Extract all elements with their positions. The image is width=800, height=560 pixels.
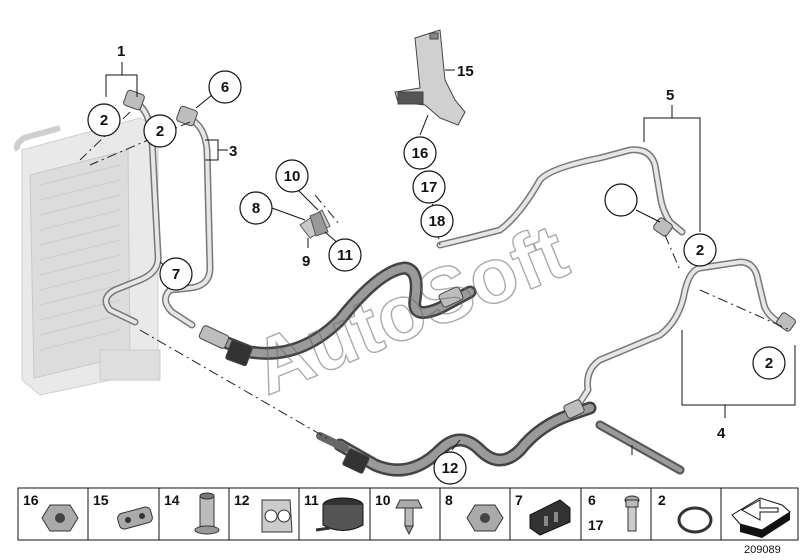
callout-11-circle: 11	[328, 238, 362, 272]
fittings	[123, 89, 796, 474]
parts-legend-strip: 16 15 14 12	[17, 487, 799, 541]
leader-lines	[105, 62, 796, 455]
oil-lines	[102, 98, 789, 477]
hex-nut-icon	[466, 504, 504, 532]
pipe-clamp-icon	[315, 497, 364, 532]
legend-cell-8: 8	[439, 487, 511, 541]
svg-text:16: 16	[412, 145, 429, 162]
callout-4: 4	[717, 425, 726, 442]
callout-14-circle: 16	[403, 136, 437, 170]
svg-text:10: 10	[375, 492, 391, 508]
callout-8-circle: 8	[239, 191, 273, 225]
svg-text:14: 14	[164, 492, 180, 508]
legend-cell-2: 2	[650, 487, 722, 541]
flange-nut-icon	[41, 504, 79, 532]
svg-text:6: 6	[221, 79, 229, 96]
callout-16-circle: 18	[420, 204, 454, 238]
legend-cell-14: 14	[158, 487, 230, 541]
callout-2-circle-c: 2	[683, 233, 717, 267]
svg-text:7: 7	[515, 492, 523, 508]
callout-9: 9	[302, 253, 310, 270]
o-ring-icon	[677, 506, 713, 534]
legend-cell-6-17: 6 17	[580, 487, 652, 541]
legend-cell-7: 7	[509, 487, 582, 541]
svg-text:2: 2	[658, 492, 666, 508]
hose-clip-icon	[117, 506, 153, 530]
svg-text:12: 12	[442, 460, 459, 477]
spacer-sleeve-icon	[194, 492, 220, 535]
arrow-symbol-icon	[731, 497, 791, 538]
bracket-13	[394, 29, 466, 126]
callout-15-circle: 17	[412, 170, 446, 204]
legend-cell-11: 11	[298, 487, 371, 541]
svg-text:2: 2	[156, 123, 164, 140]
legend-cell-16: 16	[17, 487, 89, 541]
svg-text:7: 7	[172, 266, 180, 283]
sleeve-18	[595, 420, 685, 475]
callouts: 1 3 4 5 9 15 2 2 2 2 6 7	[87, 43, 786, 485]
legend-cell-15: 15	[87, 487, 160, 541]
callout-1: 1	[117, 43, 125, 60]
svg-text:2: 2	[100, 112, 108, 129]
svg-text:11: 11	[337, 247, 353, 264]
diagram-id: 209089	[744, 544, 781, 556]
callout-2-circle-d: 2	[752, 346, 786, 380]
svg-text:11: 11	[304, 492, 319, 508]
callout-5: 5	[666, 87, 674, 104]
svg-text:2: 2	[696, 242, 704, 259]
svg-text:AutoSoft: AutoSoft	[241, 206, 579, 411]
callout-17-circle	[604, 183, 638, 217]
callout-3: 3	[229, 143, 237, 160]
svg-text:8: 8	[252, 200, 260, 217]
callout-2-circle-a: 2	[87, 103, 121, 137]
clip-assembly-8-9	[299, 209, 331, 239]
svg-text:15: 15	[93, 492, 109, 508]
svg-text:12: 12	[234, 492, 250, 508]
callout-12-circle: 12	[433, 451, 467, 485]
svg-text:2: 2	[765, 355, 773, 372]
svg-text:8: 8	[445, 492, 453, 508]
svg-text:6: 6	[588, 492, 596, 508]
bolt-icon	[624, 495, 640, 532]
svg-text:18: 18	[429, 213, 446, 230]
svg-text:10: 10	[284, 168, 301, 185]
legend-cell-10: 10	[369, 487, 441, 541]
legend-cell-12: 12	[228, 487, 300, 541]
svg-text:16: 16	[23, 492, 39, 508]
oil-cooler	[13, 117, 161, 396]
watermark: AutoSoft	[240, 206, 580, 412]
legend-cell-arrow	[720, 487, 799, 541]
callout-7-circle: 7	[159, 257, 193, 291]
callout-10-circle: 10	[275, 159, 309, 193]
bracket-holder-icon	[529, 499, 571, 536]
callout-2-circle-b: 2	[143, 114, 177, 148]
svg-text:17: 17	[421, 179, 438, 196]
svg-text:17: 17	[588, 517, 604, 533]
double-clip-icon	[261, 499, 293, 533]
callout-13: 15	[457, 63, 474, 80]
callout-6-circle: 6	[208, 70, 242, 104]
screw-icon	[395, 499, 423, 536]
